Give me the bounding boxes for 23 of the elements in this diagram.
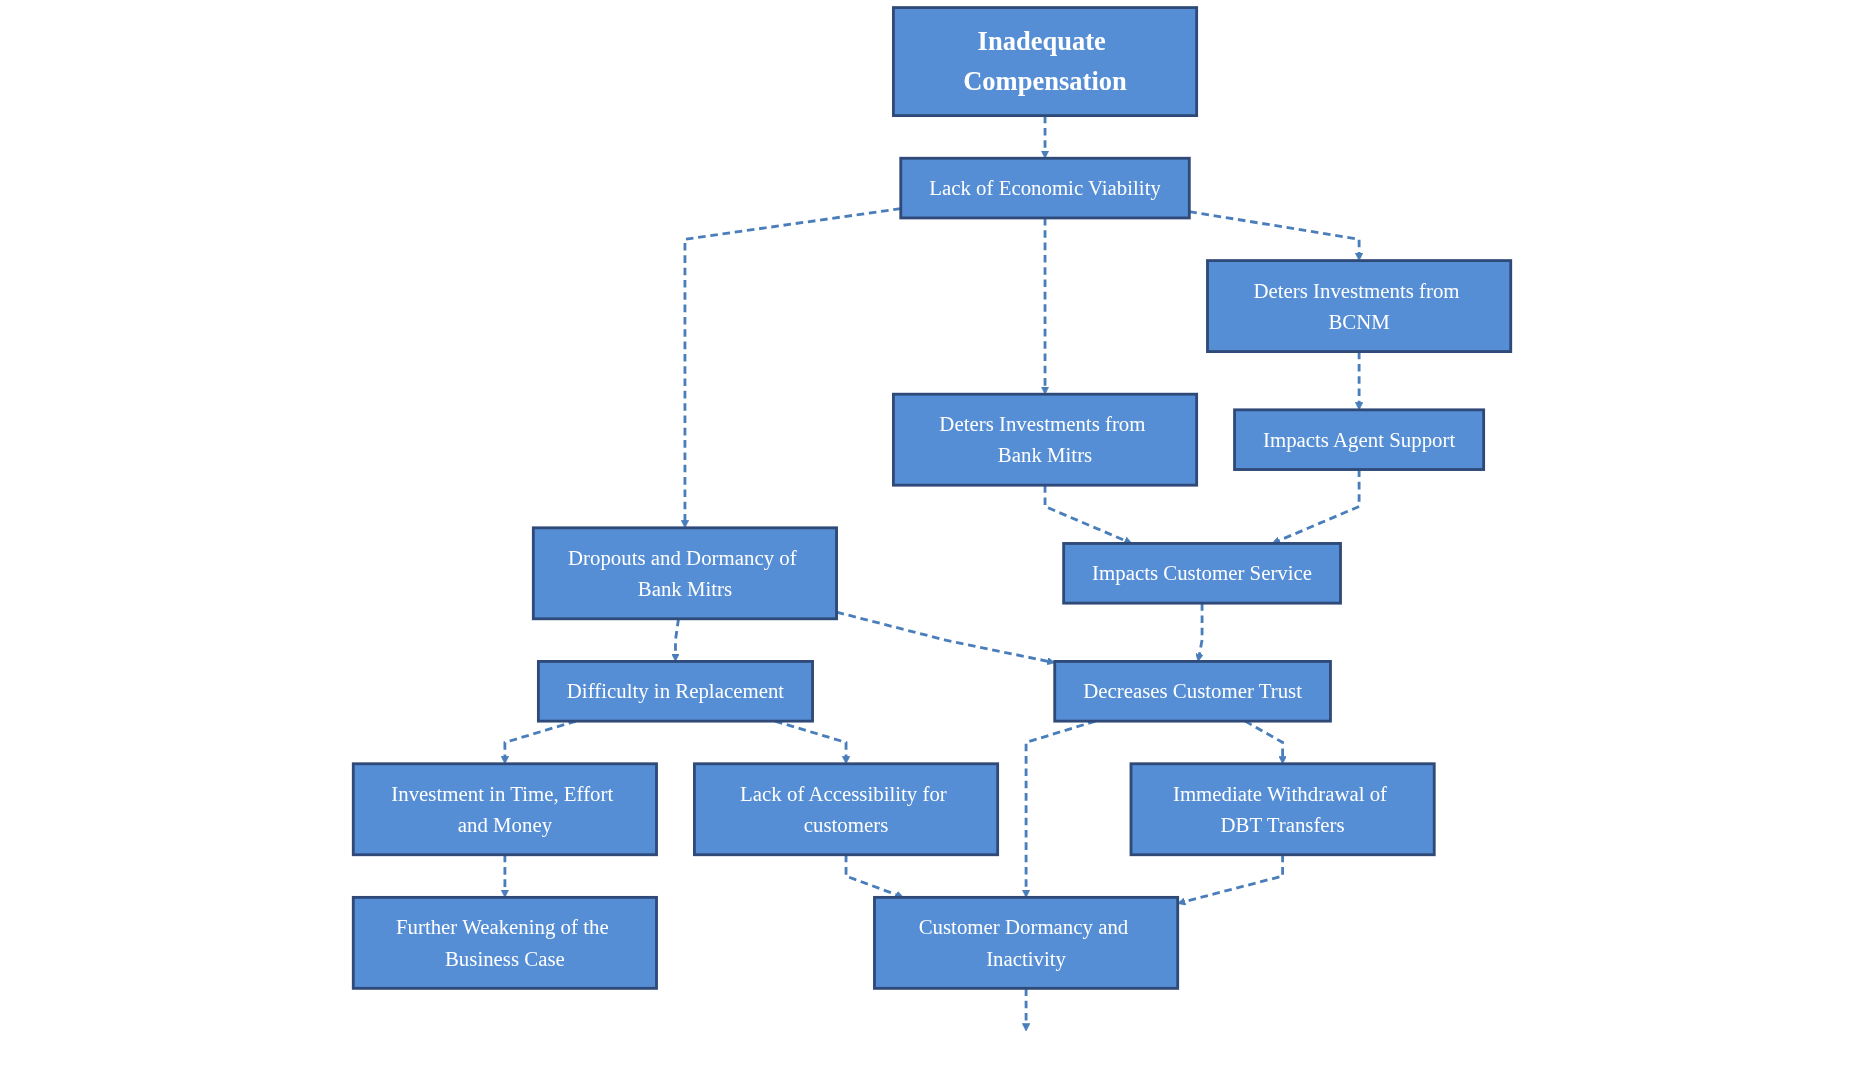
node-box: Deters Investments from Bank Mitrs [892, 392, 1199, 487]
node-box: Difficulty in Replacement [536, 660, 814, 723]
arrow [1021, 988, 1031, 1032]
arrow [671, 618, 680, 662]
node-box: Lack of Accessibility for customers [693, 762, 1000, 857]
arrow [836, 610, 1056, 666]
arrow [1189, 210, 1364, 261]
node-box: Decreases Customer Trust [1053, 660, 1332, 723]
arrow [1177, 854, 1285, 906]
node-box: Dropouts and Dormancy of Bank Mitrs [531, 526, 838, 621]
node-box: Impacts Customer Service [1062, 542, 1342, 605]
arrow [500, 854, 510, 898]
node-box: Deters Investments from BCNM [1206, 259, 1513, 353]
arrow [1040, 115, 1050, 159]
node-box: Lack of Economic Viability [899, 156, 1191, 220]
node-box: Customer Dormancy and Inactivity [873, 895, 1180, 990]
arrow [1195, 603, 1204, 662]
arrow [1040, 217, 1050, 395]
node-box: Inadequate Compensation [892, 6, 1199, 118]
node-box: Investment in Time, Effort and Money [351, 762, 658, 857]
node-box: Further Weakening of the Business Case [351, 895, 658, 990]
node-box: Immediate Withdrawal of DBT Transfers [1129, 762, 1436, 857]
node-box: Impacts Agent Support [1233, 408, 1486, 471]
